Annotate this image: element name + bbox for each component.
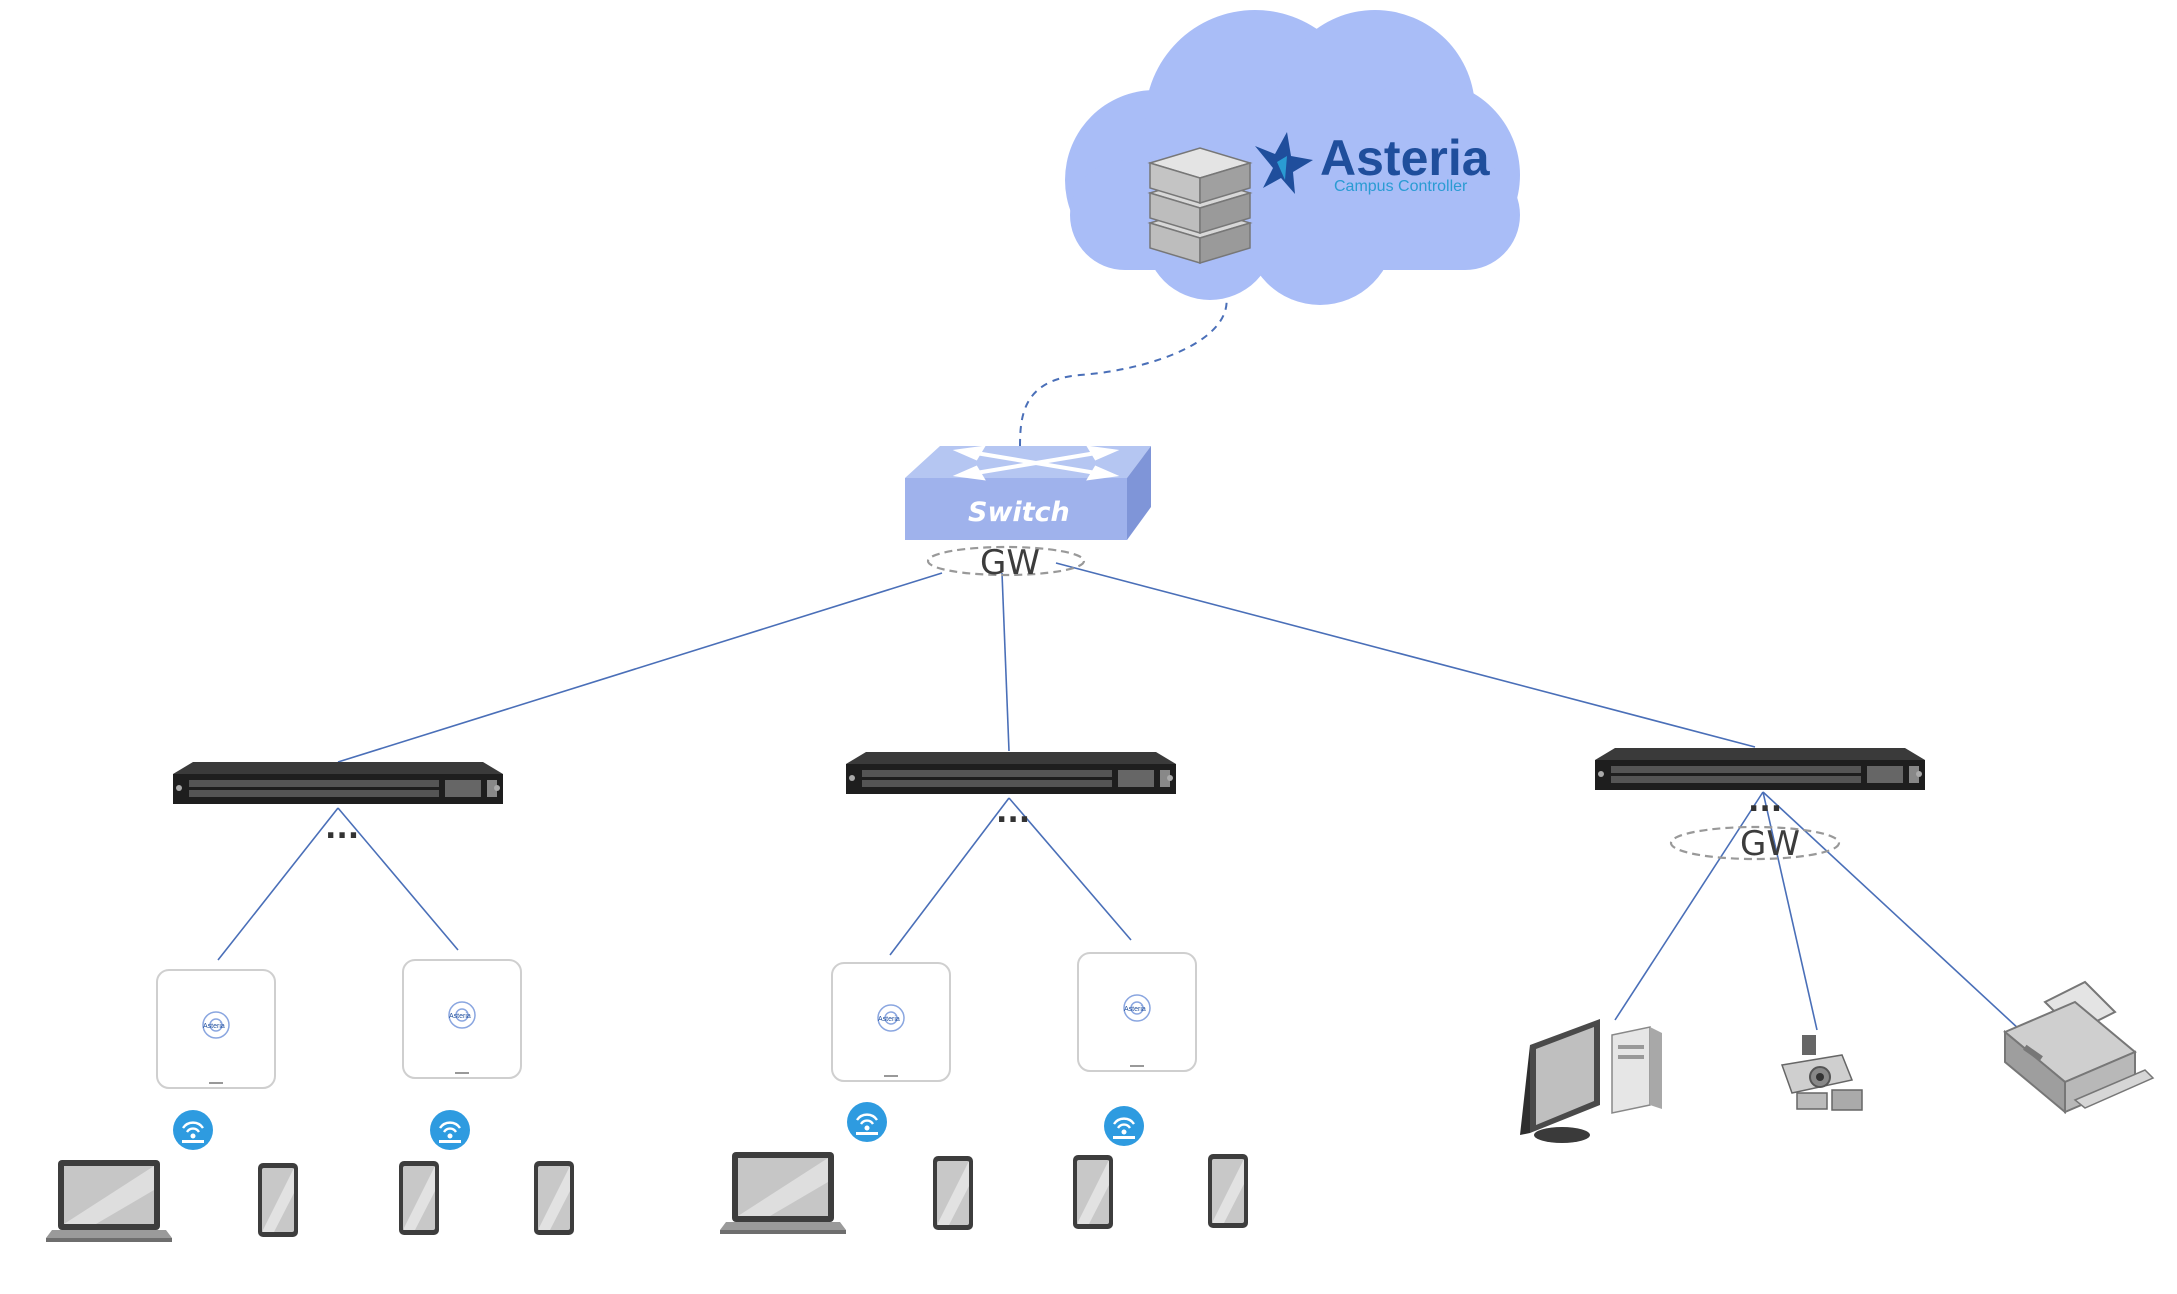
- switch-3-ellipsis: ...: [1748, 784, 1782, 819]
- gateway-ring: [926, 545, 1086, 577]
- switch-2-ellipsis: ...: [996, 795, 1030, 830]
- phone-icon[interactable]: [1208, 1154, 1248, 1228]
- wifi-signal-icon: [171, 1108, 215, 1152]
- ap-logo-text: Asteria: [203, 1023, 225, 1030]
- link-s2-ap4: [1008, 797, 1132, 941]
- phone-icon[interactable]: [1073, 1155, 1113, 1229]
- desktop-computer-icon[interactable]: [1520, 1019, 1662, 1143]
- phone-icon[interactable]: [933, 1156, 973, 1230]
- link-core-to-switch-3: [1055, 562, 1756, 748]
- switch-arrows-icon: [952, 445, 1120, 481]
- link-core-to-switch-1: [337, 572, 943, 763]
- core-switch[interactable]: Switch: [905, 445, 1151, 540]
- gateway-label: GW: [1740, 824, 1800, 864]
- access-point-icon[interactable]: Asteria: [831, 962, 951, 1082]
- switch-1-ellipsis: ...: [325, 811, 359, 846]
- laptop-icon[interactable]: [720, 1152, 846, 1234]
- link-s1-ap1: [217, 807, 339, 961]
- wifi-signal-icon: [1102, 1104, 1146, 1148]
- access-point-icon[interactable]: Asteria: [156, 969, 276, 1089]
- switch-label: Switch: [968, 497, 1070, 528]
- link-core-to-switch-2: [1001, 572, 1010, 752]
- access-point-icon[interactable]: Asteria: [402, 959, 522, 1079]
- link-s3-printer: [1762, 791, 2021, 1031]
- brand-name: Asteria: [1320, 130, 1491, 186]
- wifi-signal-icon: [428, 1108, 472, 1152]
- link-s3-camera: [1762, 791, 1818, 1031]
- asteria-star-logo-icon: [1255, 132, 1313, 194]
- cloud-controller: Asteria Campus Controller: [1065, 10, 1520, 305]
- gateway-ring: [1669, 825, 1841, 861]
- ap-logo-text: Asteria: [1124, 1006, 1146, 1013]
- security-camera-icon[interactable]: [1780, 1035, 1863, 1111]
- link-s3-desktop: [1614, 791, 1764, 1021]
- phone-icon[interactable]: [534, 1161, 574, 1235]
- gateway-label: GW: [980, 543, 1040, 583]
- laptop-icon[interactable]: [46, 1160, 172, 1242]
- ap-logo-text: Asteria: [878, 1016, 900, 1023]
- phone-icon[interactable]: [258, 1163, 298, 1237]
- wifi-signal-icon: [845, 1100, 889, 1144]
- access-switch-2[interactable]: [846, 752, 1176, 794]
- link-s2-ap3: [889, 797, 1010, 956]
- link-s1-ap2: [337, 807, 459, 951]
- ap-logo-text: Asteria: [449, 1013, 471, 1020]
- core-gateway: GW: [926, 543, 1086, 583]
- links: [217, 289, 2021, 1031]
- brand-subtitle: Campus Controller: [1334, 178, 1468, 195]
- access-point-icon[interactable]: Asteria: [1077, 952, 1197, 1072]
- phone-icon[interactable]: [399, 1161, 439, 1235]
- printer-icon[interactable]: [2003, 980, 2155, 1115]
- server-stack-icon: [1147, 147, 1253, 265]
- access-switch-1[interactable]: [173, 762, 503, 804]
- switch-3-gateway: GW: [1669, 824, 1841, 864]
- cloud-uplink-dashed: [1019, 289, 1228, 451]
